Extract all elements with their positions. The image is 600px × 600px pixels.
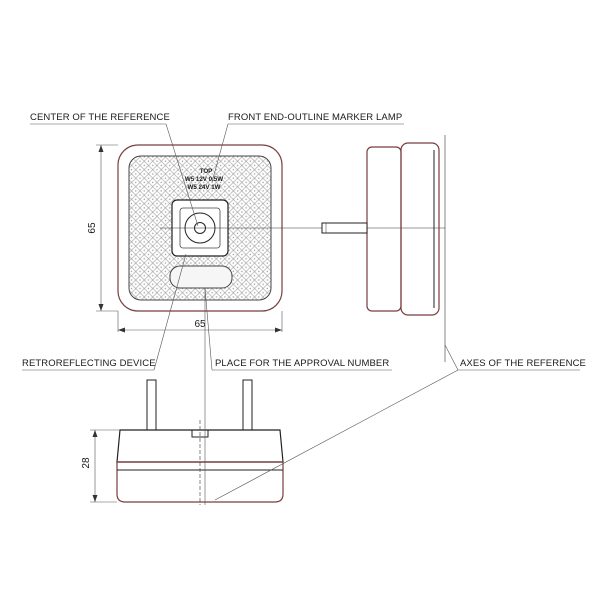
leader-center-of-reference	[165, 123, 199, 227]
side-view	[321, 135, 446, 362]
callout-approval-place: PLACE FOR THE APPROVAL NUMBER	[215, 358, 389, 369]
depth-dimension-value: 28	[81, 457, 92, 469]
leader-front-marker-lamp	[211, 123, 229, 183]
marking-24v: W5 24V 1W	[187, 184, 220, 191]
leader-retroreflecting-device	[153, 253, 187, 371]
callout-retroreflecting-device: RETROREFLECTING DEVICE	[22, 358, 156, 369]
bottom-dimensions: 28	[81, 429, 120, 503]
side-mounting-stud	[321, 222, 368, 234]
leader-approval-place	[204, 287, 213, 371]
height-dimension-value: 65	[87, 222, 98, 234]
callout-axes-of-reference: AXES OF THE REFERENCE	[460, 358, 586, 369]
side-housing-back	[400, 142, 440, 316]
bottom-pin-right	[242, 379, 253, 431]
front-dimensions: 65 65	[87, 144, 283, 333]
bottom-body-lower	[116, 461, 284, 503]
bottom-pin-left	[146, 379, 157, 431]
callout-center-of-reference: CENTER OF THE REFERENCE	[30, 112, 170, 123]
approval-number-plate	[169, 265, 233, 289]
callout-front-marker-lamp: FRONT END-OUTLINE MARKER LAMP	[228, 112, 402, 123]
marking-12v: W5 12V 0.5W	[185, 176, 223, 183]
leader-axes-of-reference	[444, 344, 459, 371]
marking-top: TOP	[200, 168, 213, 175]
bottom-notch	[191, 430, 209, 438]
side-housing-front	[366, 146, 402, 312]
callouts: CENTER OF THE REFERENCE FRONT END-OUTLIN…	[22, 112, 586, 505]
width-dimension-value: 65	[194, 319, 206, 330]
leader-axes-to-bottom	[214, 369, 459, 501]
front-view: TOP W5 12V 0.5W W5 24V 1W	[117, 144, 445, 312]
bottom-view	[116, 379, 284, 505]
